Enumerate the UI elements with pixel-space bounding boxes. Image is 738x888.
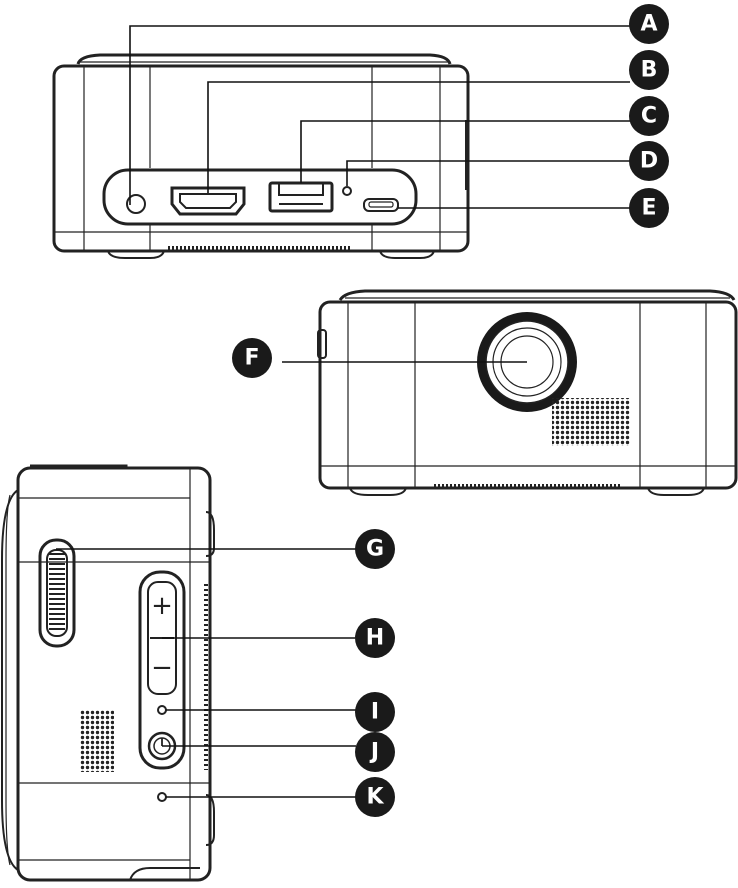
callout-letter: E: [641, 196, 656, 221]
callout-badges: A B C D E F G H: [232, 4, 669, 817]
leader-a: [129, 25, 630, 205]
callout-letter: G: [366, 537, 384, 562]
callout-e: E: [629, 188, 669, 228]
leader-d: [346, 160, 630, 186]
front-speaker-grille: [552, 398, 630, 446]
callout-letter: H: [366, 626, 384, 651]
callout-a: A: [629, 4, 669, 44]
leader-b: [207, 81, 630, 193]
callout-letter: F: [244, 346, 259, 371]
callout-letter: K: [366, 785, 384, 810]
plus-symbol: +: [151, 591, 173, 621]
callout-letter: D: [640, 149, 658, 174]
indicator-light: [157, 705, 167, 715]
leader-lines: [56, 25, 630, 798]
side-view: + −: [0, 464, 215, 882]
minus-symbol: −: [151, 653, 173, 683]
micro-usb-port[interactable]: [363, 198, 399, 212]
rear-view: [52, 53, 470, 259]
front-view: [317, 289, 738, 496]
callout-g: G: [355, 529, 395, 569]
callout-letter: I: [371, 700, 379, 725]
reset-hole[interactable]: [342, 186, 352, 196]
hdmi-port[interactable]: [170, 186, 246, 216]
leader-c: [300, 120, 630, 183]
volume-plus-button[interactable]: +: [151, 591, 173, 621]
callout-k: K: [355, 777, 395, 817]
focus-wheel[interactable]: [38, 538, 76, 648]
callout-letter: C: [641, 104, 657, 129]
callout-letter: J: [369, 740, 379, 765]
callout-c: C: [629, 96, 669, 136]
callout-letter: B: [641, 58, 658, 83]
callout-h: H: [355, 618, 395, 658]
callout-j: J: [355, 732, 395, 772]
volume-minus-button[interactable]: −: [151, 653, 173, 683]
side-hole: [157, 792, 167, 802]
port-panel: [102, 168, 418, 226]
callout-d: D: [629, 141, 669, 181]
callout-letter: A: [640, 12, 657, 37]
callout-f: F: [232, 338, 272, 378]
callout-i: I: [355, 692, 395, 732]
side-speaker-grille: [80, 710, 114, 772]
callout-b: B: [629, 50, 669, 90]
dc-power-port[interactable]: [126, 194, 146, 214]
